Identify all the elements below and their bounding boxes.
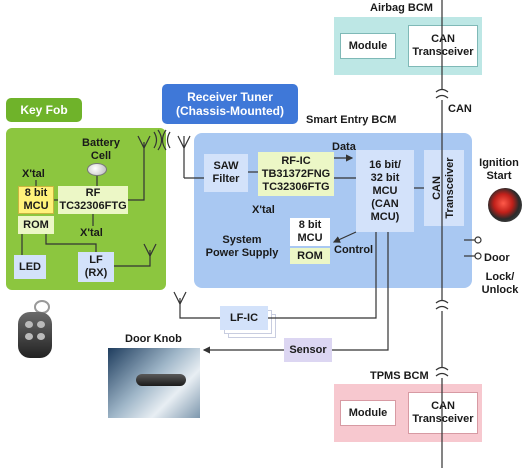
remote-button-icon (25, 321, 33, 328)
remote-button-icon (25, 333, 33, 340)
receiver-radio-waves (161, 129, 171, 151)
main-mcu: 16 bit/ 32 bit MCU (CAN MCU) (356, 150, 414, 232)
lfic-antenna-head (173, 291, 187, 306)
smart-entry-rom: ROM (290, 248, 330, 264)
key-fob-xtal-bottom: X'tal (80, 227, 103, 239)
data-label: Data (332, 141, 356, 153)
remote-button-icon (37, 333, 45, 340)
mcu-to-lfic-wire (268, 232, 377, 319)
receiver-antenna-head (177, 135, 191, 150)
smart-entry-xtal: X'tal (252, 204, 275, 216)
remote-button-icon (37, 321, 45, 328)
door-switch-terminal (474, 236, 482, 244)
door-knob-photo (108, 348, 200, 418)
sensor: Sensor (284, 338, 332, 362)
smart-entry-bcm-title: Smart Entry BCM (306, 114, 397, 126)
battery-cell-label: Battery Cell (82, 137, 120, 162)
door-handle-icon (136, 374, 186, 386)
remote-key-icon (14, 300, 56, 360)
tpms-can-transceiver: CAN Transceiver (408, 392, 478, 434)
key-fob-rf: RF TC32306FTG (58, 186, 128, 214)
keyfob-rf-antenna-wire (128, 142, 145, 201)
tpms-bcm-title: TPMS BCM (370, 370, 429, 382)
ignition-start-label: Ignition Start (479, 157, 519, 182)
key-fob-xtal-top: X'tal (22, 168, 45, 180)
saw-filter: SAW Filter (204, 154, 248, 192)
key-fob-mcu: 8 bit MCU (18, 186, 54, 214)
lf-ic: LF-IC (220, 306, 268, 330)
key-fob-title: Key Fob (6, 98, 82, 122)
receiver-tuner-label: Receiver Tuner (Chassis-Mounted) (162, 84, 298, 124)
smart-entry-small-mcu: 8 bit MCU (290, 218, 330, 246)
lf-antenna-head (143, 243, 157, 258)
sensor-wire (332, 232, 389, 351)
airbag-can-transceiver: CAN Transceiver (408, 25, 478, 67)
key-fob-led: LED (14, 255, 46, 279)
can-break-mark (435, 366, 449, 377)
keyfob-antenna-head (137, 135, 151, 150)
can-break-mark (435, 299, 449, 310)
system-power-supply: System Power Supply (205, 234, 279, 259)
smart-entry-can-transceiver-box (424, 150, 464, 226)
remote-key-body-icon (18, 312, 52, 358)
mcu-to-lf-wire (45, 234, 97, 252)
control-label: Control (334, 244, 374, 256)
can-bus-label: CAN (448, 103, 472, 115)
door-knob-label: Door Knob (125, 333, 182, 345)
ignition-button-icon (488, 188, 522, 222)
battery-cell-icon (87, 163, 107, 176)
keyfob-radio-waves (153, 129, 163, 151)
airbag-bcm-title: Airbag BCM (370, 2, 433, 14)
lfic-antenna-wire (179, 298, 220, 319)
key-fob-rom: ROM (18, 216, 54, 234)
control-arrow (332, 231, 357, 243)
lf-antenna-wire (114, 250, 151, 267)
key-fob-lf-rx: LF (RX) (78, 252, 114, 282)
lock-unlock-label: Lock/ Unlock (481, 271, 519, 296)
lock-switch-terminal (474, 252, 482, 260)
rf-ic: RF-IC TB31372FNG TC32306FTG (258, 152, 334, 196)
can-break-mark (435, 88, 449, 99)
door-label: Door (484, 252, 510, 264)
tpms-module: Module (340, 400, 396, 426)
airbag-module: Module (340, 33, 396, 59)
